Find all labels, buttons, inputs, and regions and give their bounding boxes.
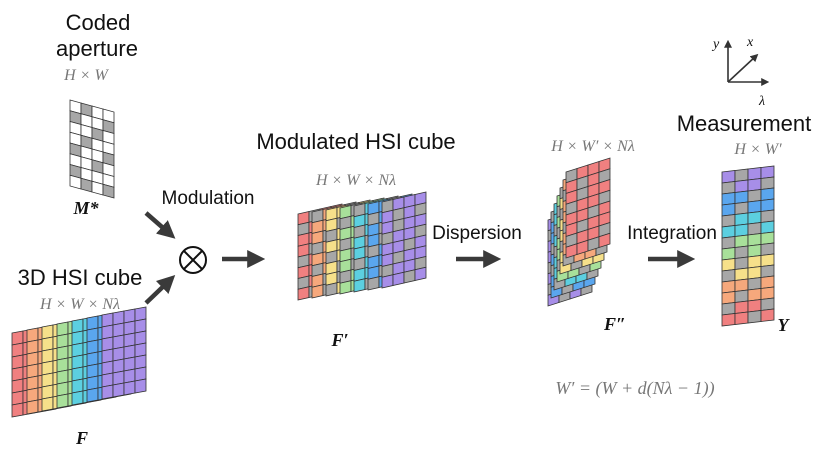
elementwise-product-operator — [179, 246, 207, 274]
hsi-dimension: H × W × Nλ — [39, 296, 120, 313]
axis-y-label: y — [711, 37, 720, 52]
axis-lambda-label: λ — [758, 94, 765, 109]
dispersed-layer — [565, 157, 611, 259]
hsi-layer — [101, 306, 147, 400]
modulated-cube-stack — [297, 191, 427, 301]
measurement-symbol: Y — [778, 315, 791, 335]
mask-symbol: M* — [72, 198, 99, 218]
coordinate-axes — [724, 39, 770, 86]
aperture-dimension: H × W — [63, 67, 109, 84]
measurement-dimension: H × W′ — [733, 141, 782, 158]
modulated-dimension: H × W × Nλ — [315, 172, 396, 189]
hsi-cube-title: 3D HSI cube — [18, 265, 143, 290]
integration-label: Integration — [627, 223, 717, 244]
axis-x-label: x — [746, 35, 754, 50]
coded-aperture-mask — [69, 99, 115, 199]
coded-aperture-title-line2: aperture — [56, 36, 138, 61]
dispersed-cube-stack — [547, 157, 611, 307]
measurement-image — [721, 165, 775, 327]
modulation-label: Modulation — [162, 188, 255, 209]
dispersed-symbol: F″ — [603, 314, 626, 334]
modulated-layer — [381, 191, 427, 289]
modulated-symbol: F′ — [330, 330, 348, 350]
measurement-cells — [721, 165, 775, 327]
mask-to-operator-arrow — [144, 211, 176, 239]
modulated-cube-title: Modulated HSI cube — [256, 129, 455, 154]
coded-aperture-title-line1: Coded — [66, 10, 131, 35]
hsi-cube-stack — [11, 306, 147, 418]
dispersed-dimension: H × W′ × Nλ — [550, 138, 635, 155]
measurement-title: Measurement — [677, 111, 812, 136]
width-formula: W′ = (W + d(Nλ − 1)) — [555, 378, 714, 399]
hsi-to-operator-arrow — [144, 275, 176, 305]
mask-cells — [69, 99, 115, 199]
hsi-symbol: F — [75, 428, 88, 448]
dispersion-label: Dispersion — [432, 223, 522, 244]
